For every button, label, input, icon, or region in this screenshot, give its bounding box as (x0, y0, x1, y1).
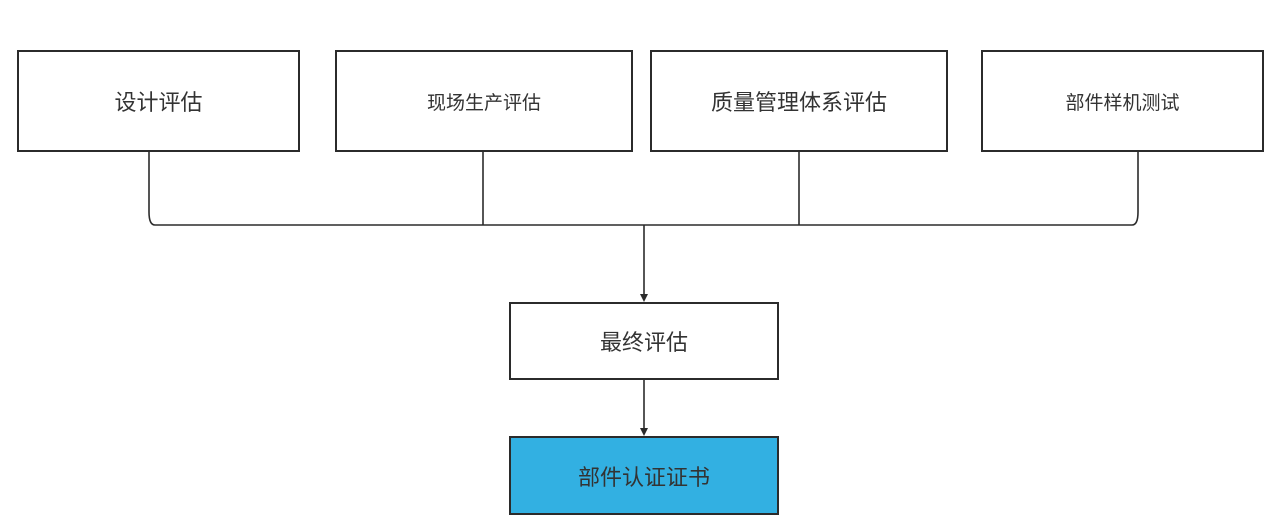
site-production-evaluation-node: 现场生产评估 (335, 50, 633, 152)
final-evaluation-label: 最终评估 (599, 331, 688, 356)
final-evaluation-node: 最终评估 (509, 302, 779, 380)
connector-sample (1131, 152, 1139, 226)
component-certificate-node: 部件认证证书 (509, 436, 779, 515)
connector-design (148, 152, 156, 226)
component-sample-test-label: 部件样机测试 (1065, 91, 1180, 114)
design-evaluation-node: 设计评估 (17, 50, 300, 152)
site-production-evaluation-label: 现场生产评估 (426, 91, 541, 114)
quality-system-evaluation-node: 质量管理体系评估 (650, 50, 948, 152)
component-sample-test-node: 部件样机测试 (981, 50, 1264, 152)
design-evaluation-label: 设计评估 (114, 91, 203, 116)
component-certificate-label: 部件认证证书 (577, 465, 710, 491)
quality-system-evaluation-label: 质量管理体系评估 (710, 91, 887, 116)
